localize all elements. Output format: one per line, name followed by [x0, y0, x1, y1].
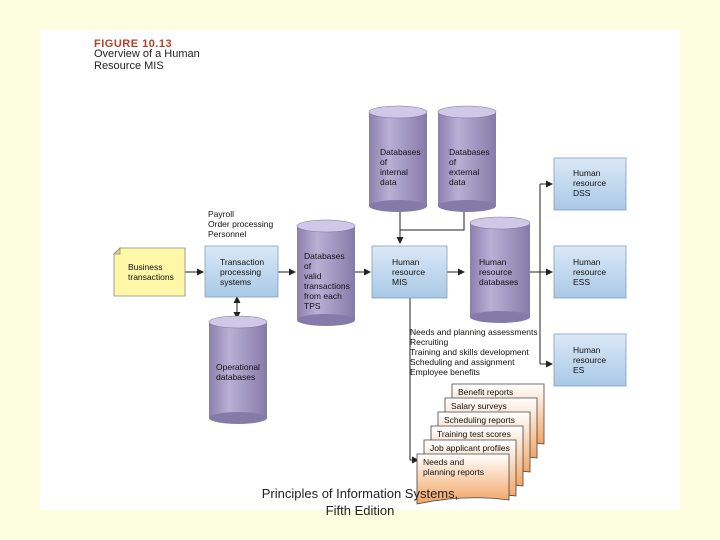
mis-function-item: Needs and planning assessments [410, 327, 538, 337]
external-label-3: external [449, 167, 479, 177]
business-label-1: Business [128, 262, 163, 272]
hr-ess-box: Human resource ESS [553, 245, 627, 299]
figure-panel: FIGURE 10.13 Overview of a Human Resourc… [40, 30, 680, 510]
tps-box: Transaction processing systems [204, 245, 279, 298]
operational-label-2: databases [216, 372, 255, 382]
tps-label-2: processing [220, 267, 261, 277]
report-label: planning reports [423, 467, 484, 477]
footer-line2: Fifth Edition [325, 503, 395, 518]
report-label: Needs and [423, 457, 464, 467]
hr-mis-label-3: MIS [392, 277, 407, 287]
hr-db-label-2: resource [479, 267, 512, 277]
figure-title-line2: Resource MIS [94, 60, 164, 72]
hr-es-label-3: ES [573, 365, 585, 375]
hr-dss-label-3: DSS [573, 188, 591, 198]
internal-label-4: data [380, 177, 397, 187]
hr-mis-box: Human resource MIS [371, 245, 448, 299]
hr-mis-label-1: Human [392, 257, 420, 267]
hr-es-box: Human resource ES [553, 333, 627, 387]
report-label: Job applicant profiles [430, 443, 510, 453]
business-transactions-note: Business transactions [113, 247, 186, 297]
mis-function-item: Employee benefits [410, 367, 480, 377]
tps-input-payroll: Payroll [208, 209, 234, 219]
tps-db-label-5: from each [304, 291, 342, 301]
tps-db-label-3: valid [304, 271, 322, 281]
internal-label-2: of [380, 157, 388, 167]
hr-dss-box: Human resource DSS [553, 157, 627, 211]
tps-label-3: systems [220, 277, 251, 287]
report-label: Scheduling reports [444, 415, 515, 425]
hr-es-label-2: resource [573, 355, 606, 365]
mis-functions-list: Needs and planning assessments Recruitin… [410, 327, 538, 377]
report-label: Salary surveys [451, 401, 507, 411]
tps-input-order-processing: Order processing [208, 219, 273, 229]
mis-function-item: Training and skills development [410, 347, 529, 357]
report-sheet-needs-planning: Needs and planning reports [416, 453, 510, 505]
report-stack: Benefit reports Salary surveys Schedulin… [416, 383, 545, 505]
internal-databases-cylinder: Databases of internal data [368, 105, 428, 212]
hr-ess-label-1: Human [573, 257, 601, 267]
slide-footer: Principles of Information Systems, Fifth… [250, 485, 470, 519]
hr-dss-label-2: resource [573, 178, 606, 188]
hr-mis-label-2: resource [392, 267, 425, 277]
tps-databases-cylinder: Databases of valid transactions from eac… [296, 219, 356, 326]
internal-label-1: Databases [380, 147, 421, 157]
operational-label-1: Operational [216, 362, 260, 372]
tps-label-1: Transaction [220, 257, 264, 267]
hr-es-label-1: Human [573, 345, 601, 355]
business-label-2: transactions [128, 272, 174, 282]
report-label: Benefit reports [458, 387, 513, 397]
connectors [185, 180, 553, 464]
report-label: Training test scores [437, 429, 511, 439]
tps-db-label-1: Databases [304, 251, 345, 261]
figure-title-line1: Overview of a Human [94, 48, 200, 60]
hr-ess-label-3: ESS [573, 277, 590, 287]
tps-inputs: Payroll Order processing Personnel [208, 209, 273, 239]
external-label-4: data [449, 177, 466, 187]
hr-dss-label-1: Human [573, 168, 601, 178]
footer-line1: Principles of Information Systems, [261, 486, 459, 501]
mis-function-item: Recruiting [410, 337, 449, 347]
operational-databases-cylinder: Operational databases [208, 315, 268, 424]
tps-db-label-2: of [304, 261, 312, 271]
external-label-1: Databases [449, 147, 490, 157]
hr-databases-cylinder: Human resource databases [469, 216, 531, 323]
hr-ess-label-2: resource [573, 267, 606, 277]
tps-input-personnel: Personnel [208, 229, 246, 239]
figure-label: FIGURE 10.13 [94, 38, 172, 50]
hr-db-label-3: databases [479, 277, 518, 287]
external-databases-cylinder: Databases of external data [437, 105, 497, 212]
external-label-2: of [449, 157, 457, 167]
hr-db-label-1: Human [479, 257, 507, 267]
tps-db-label-4: transactions [304, 281, 350, 291]
internal-label-3: internal [380, 167, 408, 177]
mis-function-item: Scheduling and assignment [410, 357, 515, 367]
tps-db-label-6: TPS [304, 301, 321, 311]
